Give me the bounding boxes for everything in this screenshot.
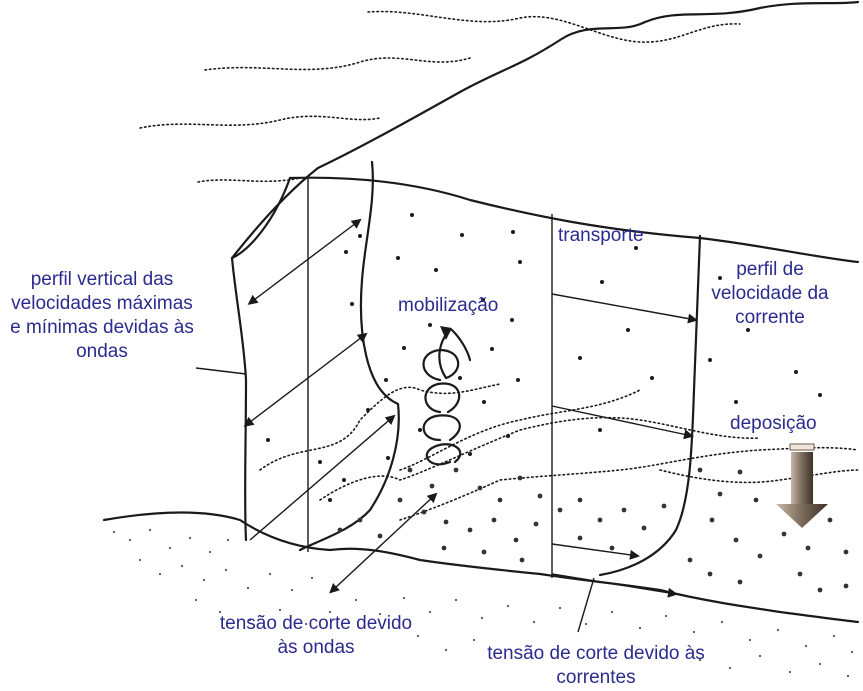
wave-shear-arrow	[335, 494, 436, 588]
transport-label: transporte	[558, 224, 644, 248]
mobilization-spiral-icon	[424, 326, 471, 464]
wave-profile-leader	[196, 368, 246, 374]
sediment-contours	[260, 384, 858, 520]
sea-bed-line	[104, 512, 858, 622]
water-surface-line	[232, 2, 858, 258]
suspended-particles	[266, 213, 822, 502]
current-profile-label: perfil de velocidade da corrente	[700, 258, 840, 330]
bed-sediment	[338, 468, 849, 593]
wave-shear-label: tensão de corte devido às ondas	[212, 612, 420, 660]
wave-velocity-profile	[232, 162, 399, 552]
wave-profile-label: perfil vertical das velocidades máximas …	[4, 268, 200, 364]
current-shear-label: tensão de corte devido às correntes	[482, 642, 710, 690]
current-velocity-profile	[552, 214, 700, 594]
water-column-top	[290, 178, 858, 262]
mobilization-label: mobilização	[398, 294, 498, 318]
wave-crest-lines	[140, 12, 740, 182]
deposition-arrow-icon	[776, 444, 828, 528]
deposition-label: deposição	[730, 412, 817, 436]
